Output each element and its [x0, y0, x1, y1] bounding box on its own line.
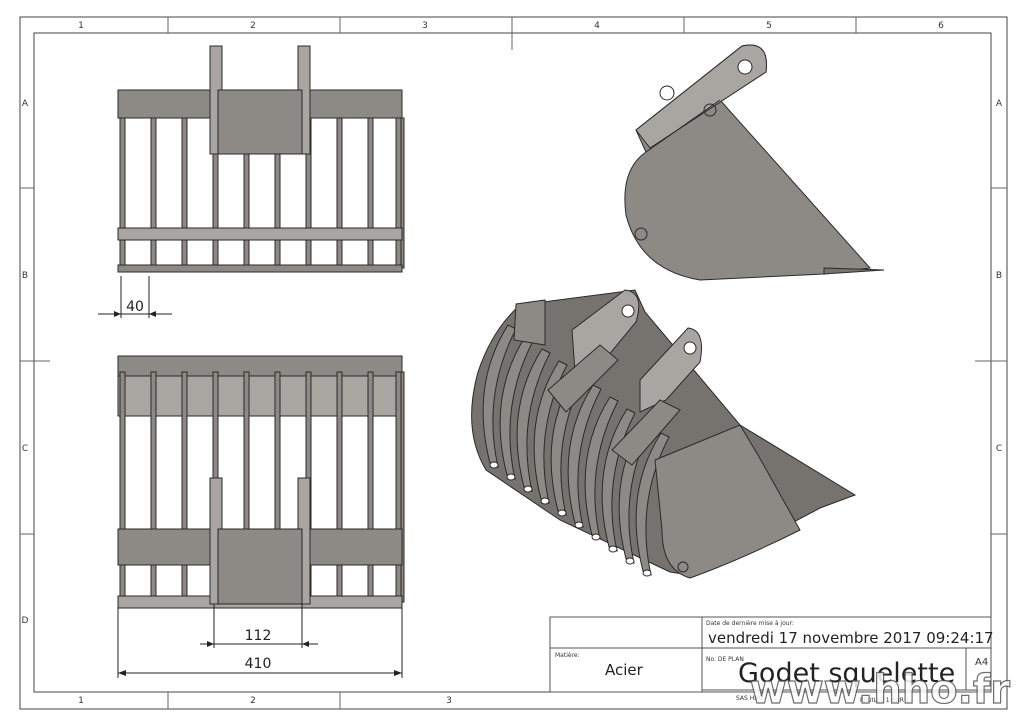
top-view-bar — [367, 117, 374, 269]
side-view-pin-hole-2 — [737, 59, 753, 75]
zone-col-bottom-1: 1 — [78, 696, 84, 706]
bottom-view-bar — [367, 371, 374, 603]
bottom-view — [117, 355, 405, 609]
zone-col-4: 4 — [594, 21, 600, 31]
iso-left-block — [513, 299, 546, 346]
iso-rib — [584, 396, 619, 540]
top-view — [117, 45, 405, 273]
sheet-number: FEUILLE 1 SUR 1 — [860, 697, 910, 704]
side-view-bolt-1 — [703, 103, 717, 117]
top-view-bar — [395, 117, 402, 269]
top-view-bar — [119, 117, 126, 269]
zone-col-2: 2 — [250, 21, 256, 31]
iso-mount-plate-1 — [547, 344, 619, 413]
iso-ribs — [482, 324, 670, 577]
bottom-view-top-plate — [117, 355, 403, 377]
iso-ear-left-hole — [621, 304, 635, 318]
dimension-40 — [98, 276, 172, 318]
side-view-bolt-2 — [634, 227, 648, 241]
bottom-view-back-wall — [117, 375, 403, 417]
bottom-view-bar — [150, 371, 157, 603]
iso-end-plate — [654, 424, 801, 579]
zone-dividers — [20, 17, 1007, 709]
side-view-edge — [645, 99, 721, 153]
iso-rib — [550, 372, 585, 516]
iso-rib — [499, 336, 534, 480]
iso-end-bolt — [677, 561, 689, 573]
material-label: Matière: — [555, 652, 580, 659]
zone-col-bottom-2: 2 — [250, 696, 256, 706]
zone-col-6: 6 — [938, 21, 944, 31]
top-view-cross-tube — [117, 227, 403, 241]
zone-row-a-left: A — [22, 99, 29, 109]
side-view-ear — [635, 44, 767, 149]
company-name: SAS HHO — [736, 695, 764, 702]
top-view-bar — [181, 117, 188, 269]
plan-label: No. DE PLAN — [706, 656, 744, 663]
outer-frame — [19, 16, 1008, 710]
iso-rib-tip — [574, 521, 584, 529]
title-block — [549, 616, 992, 693]
iso-rib — [516, 348, 551, 492]
zone-row-b-right: B — [996, 271, 1002, 281]
watermark: www.hho.fr — [750, 667, 1011, 713]
iso-rib-tip — [625, 557, 635, 565]
bottom-view-bar — [395, 371, 402, 603]
bottom-view-bar — [119, 371, 126, 603]
dimension-112-label: 112 — [245, 628, 272, 644]
iso-rib — [533, 360, 568, 504]
side-view-pin-hole-1 — [659, 85, 675, 101]
bottom-view-mount-plate — [217, 528, 303, 605]
dimension-112 — [200, 604, 318, 648]
bottom-view-bar — [336, 371, 343, 603]
top-view-bar — [150, 117, 157, 269]
zone-col-3: 3 — [422, 21, 428, 31]
iso-ear-right-hole — [683, 341, 697, 355]
drawing-title: Godet squelette — [738, 658, 955, 689]
side-view — [624, 44, 885, 281]
dimension-410-label: 410 — [245, 656, 272, 672]
zone-col-bottom-3: 3 — [446, 696, 452, 706]
zone-row-c-right: C — [996, 444, 1002, 454]
zone-row-d-left: D — [22, 616, 29, 626]
top-view-bars — [119, 117, 405, 269]
iso-rib — [482, 324, 517, 468]
zone-col-1: 1 — [78, 21, 84, 31]
revision-label: Date de dernière mise à jour: — [706, 620, 794, 627]
bottom-view-bar — [181, 371, 188, 603]
zone-col-5: 5 — [766, 21, 772, 31]
iso-rib-tip — [591, 533, 601, 541]
iso-rib-tip — [608, 545, 618, 553]
iso-rib-tip — [540, 497, 550, 505]
top-view-mount-plate — [217, 89, 303, 155]
iso-rib — [567, 384, 602, 528]
material-value: Acier — [605, 661, 644, 679]
top-view-bar — [336, 117, 343, 269]
iso-rib-tip — [557, 509, 567, 517]
iso-rib-tip — [506, 473, 516, 481]
revision-date: vendredi 17 novembre 2017 09:24:17 — [708, 629, 994, 647]
zone-row-c-left: C — [22, 444, 28, 454]
iso-rib-tip — [523, 485, 533, 493]
iso-rib-tip — [489, 461, 499, 469]
sheet-size: A4 — [975, 657, 988, 668]
dimension-410 — [117, 608, 403, 678]
top-view-bottom-rail — [117, 264, 403, 273]
dimension-40-label: 40 — [126, 299, 144, 315]
iso-rib — [635, 432, 670, 576]
zone-row-b-left: B — [22, 271, 28, 281]
isometric-view — [471, 289, 857, 579]
iso-mount-plate-2 — [611, 399, 681, 466]
side-view-blade — [823, 267, 885, 275]
zone-row-a-right: A — [996, 99, 1003, 109]
iso-rib-tip — [642, 569, 652, 577]
